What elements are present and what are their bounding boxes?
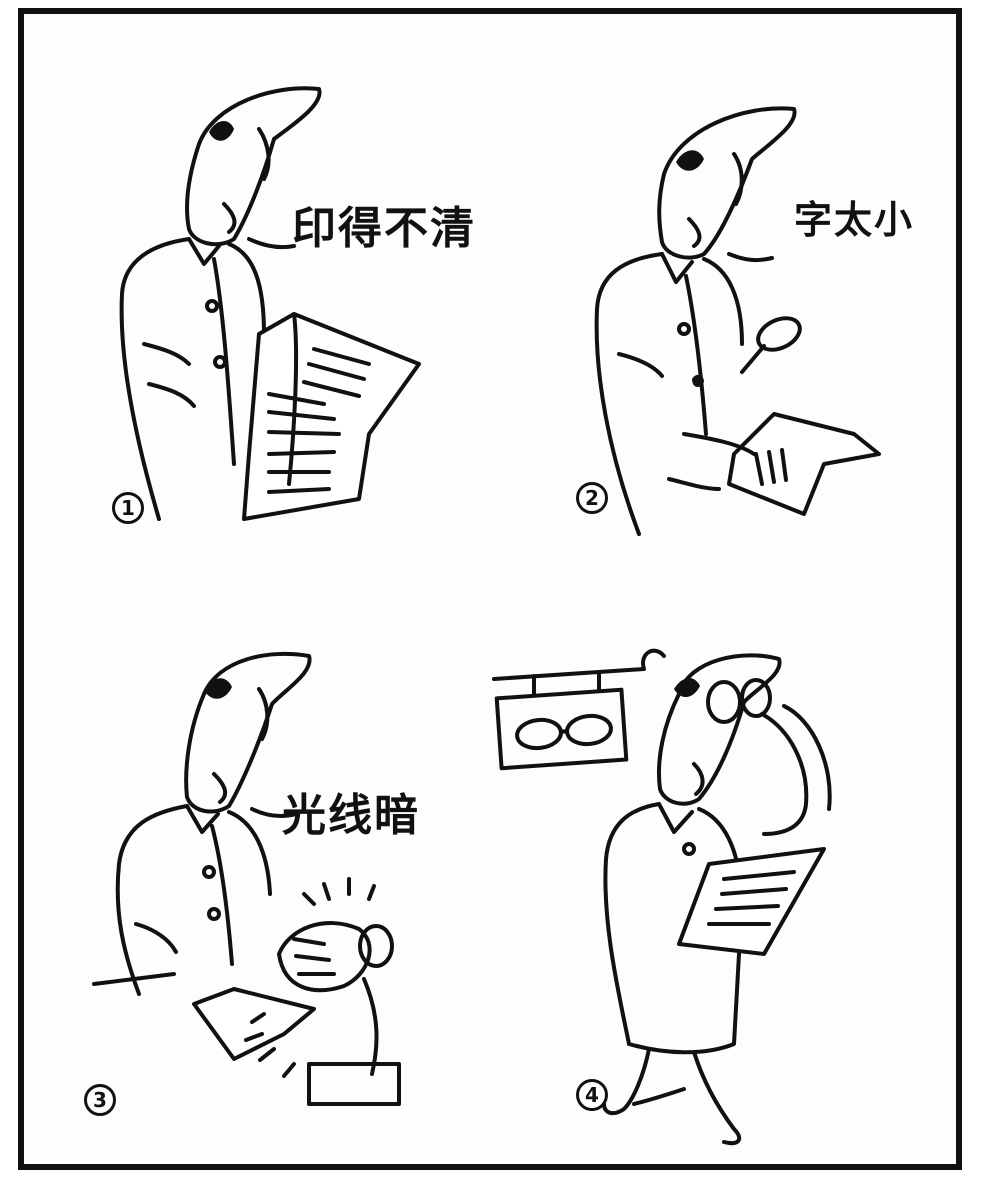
man-with-magnifier-drawing: [594, 106, 881, 536]
panel-4: 4: [492, 594, 964, 1164]
man-with-glasses-shop-sign-drawing: [492, 648, 832, 1146]
panel-1: 印得不清 1: [24, 14, 494, 574]
panel-1-number: 1: [112, 492, 144, 524]
panel-3-number: 3: [84, 1084, 116, 1116]
panel-1-caption: 印得不清: [292, 203, 476, 254]
man-reading-newspaper-drawing: [119, 86, 421, 521]
comic-frame: 印得不清 1 字太小 2: [18, 8, 962, 1170]
panel-2: 字太小 2: [494, 14, 964, 574]
panel-3-caption: 光线暗: [282, 790, 420, 841]
panel-4-number: 4: [576, 1079, 608, 1111]
panel-2-number: 2: [576, 482, 608, 514]
panel-3: 光线暗 3: [24, 594, 494, 1164]
man-with-desk-lamp-drawing: [92, 651, 401, 1106]
panel-2-caption: 字太小: [794, 198, 915, 242]
